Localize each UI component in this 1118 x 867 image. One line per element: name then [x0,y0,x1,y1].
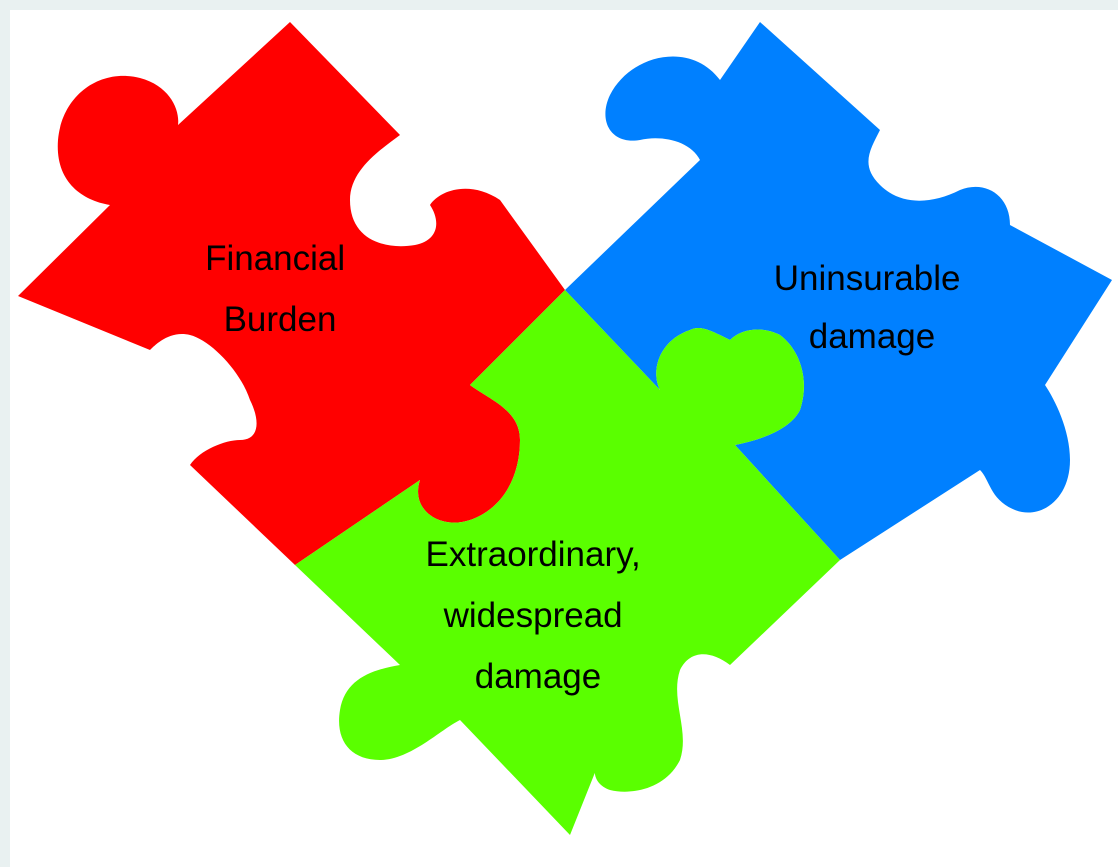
label-extraordinary-line-1: Extraordinary, [426,535,641,574]
label-extraordinary-widespread-damage: Extraordinary, widespread damage [426,535,651,696]
puzzle-piece-blue [565,22,1112,560]
label-uninsurable-damage-line-1: Uninsurable [774,259,961,298]
puzzle-piece-red [18,22,565,565]
label-uninsurable-damage-line-2: damage [809,317,935,356]
label-extraordinary-line-2: widespread [443,596,623,635]
label-financial-burden-line-1: Financial [205,239,345,278]
label-financial-burden-line-2: Burden [224,300,337,339]
puzzle-piece-green-shape [295,290,840,835]
label-financial-burden: Financial Burden [205,239,355,339]
label-extraordinary-line-3: damage [475,657,601,696]
puzzle-piece-green [295,290,840,835]
puzzle-piece-red-shape [18,22,565,565]
label-uninsurable-damage: Uninsurable damage [774,259,971,356]
puzzle-piece-blue-shape [565,22,1112,560]
